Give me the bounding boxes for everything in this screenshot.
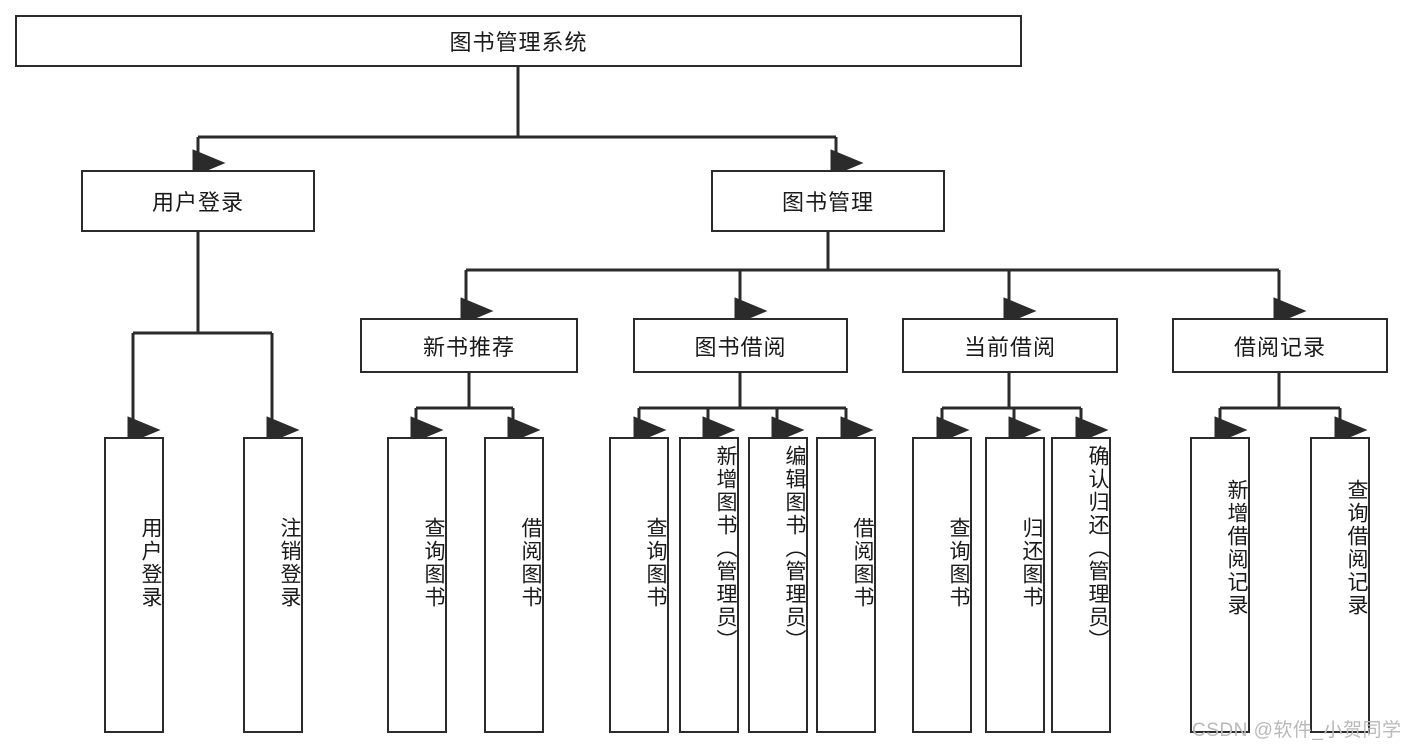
node-leaf-edit-book-admin[interactable]: 编辑图书（管理员） <box>748 437 808 733</box>
edges-bookborrow-to-leaves <box>633 373 874 444</box>
node-book-borrow-label: 图书借阅 <box>694 334 787 360</box>
node-leaf-add-borrow-record[interactable]: 新增借阅记录 <box>1190 437 1250 733</box>
node-leaf-borrow-book-bb[interactable]: 借阅图书 <box>816 437 876 733</box>
node-borrow-record[interactable]: 借阅记录 <box>1172 318 1388 373</box>
node-leaf-add-book-admin[interactable]: 新增图书（管理员） <box>679 437 739 733</box>
node-leaf-add-book-admin-label: 新增图书（管理员） <box>714 445 737 652</box>
node-leaf-user-login[interactable]: 用户登录 <box>104 437 164 733</box>
node-leaf-query-book-bb-label: 查询图书 <box>644 517 667 609</box>
node-leaf-query-book-bb[interactable]: 查询图书 <box>609 437 669 733</box>
node-leaf-query-borrow-record[interactable]: 查询借阅记录 <box>1310 437 1370 733</box>
node-root-label: 图书管理系统 <box>449 30 588 55</box>
edges-userlogin-to-leaves <box>127 232 300 444</box>
edges-borrowrecord-to-leaves <box>1214 373 1368 444</box>
node-leaf-edit-book-admin-label: 编辑图书（管理员） <box>783 445 806 652</box>
node-root[interactable]: 图书管理系统 <box>15 15 1022 67</box>
node-leaf-confirm-return-admin[interactable]: 确认归还（管理员） <box>1051 437 1111 733</box>
node-leaf-query-book-cb-label: 查询图书 <box>947 517 970 609</box>
node-current-borrow-label: 当前借阅 <box>963 334 1056 360</box>
node-leaf-add-borrow-record-label: 新增借阅记录 <box>1225 479 1248 617</box>
node-leaf-query-book-rec[interactable]: 查询图书 <box>387 437 447 733</box>
node-leaf-query-borrow-record-label: 查询借阅记录 <box>1345 479 1368 617</box>
node-user-login[interactable]: 用户登录 <box>81 170 315 232</box>
node-leaf-borrow-book-rec[interactable]: 借阅图书 <box>484 437 544 733</box>
node-new-book-rec[interactable]: 新书推荐 <box>360 318 578 373</box>
node-current-borrow[interactable]: 当前借阅 <box>902 318 1118 373</box>
node-leaf-borrow-book-rec-label: 借阅图书 <box>519 517 542 609</box>
edges-newbookrec-to-leaves <box>410 373 541 444</box>
node-leaf-user-login-label: 用户登录 <box>139 517 162 609</box>
edges-bookmanage-to-level3 <box>460 232 1307 325</box>
node-leaf-confirm-return-admin-label: 确认归还（管理员） <box>1086 445 1109 652</box>
csdn-watermark: CSDN @软件_小贺同学 <box>1192 720 1402 741</box>
node-leaf-query-book-cb[interactable]: 查询图书 <box>912 437 972 733</box>
node-leaf-logout-login[interactable]: 注销登录 <box>243 437 303 733</box>
node-new-book-rec-label: 新书推荐 <box>422 334 515 360</box>
node-leaf-return-book-label: 归还图书 <box>1020 517 1043 609</box>
node-book-borrow[interactable]: 图书借阅 <box>633 318 848 373</box>
node-user-login-label: 用户登录 <box>151 190 244 215</box>
edges-currentborrow-to-leaves <box>936 373 1109 444</box>
node-book-manage-label: 图书管理 <box>781 190 874 215</box>
node-book-manage[interactable]: 图书管理 <box>711 170 945 232</box>
node-leaf-logout-login-label: 注销登录 <box>278 517 301 609</box>
node-leaf-borrow-book-bb-label: 借阅图书 <box>851 517 874 609</box>
node-leaf-query-book-rec-label: 查询图书 <box>422 517 445 609</box>
node-borrow-record-label: 借阅记录 <box>1233 334 1326 360</box>
edges-root-to-level2 <box>192 67 864 177</box>
node-leaf-return-book[interactable]: 归还图书 <box>985 437 1045 733</box>
